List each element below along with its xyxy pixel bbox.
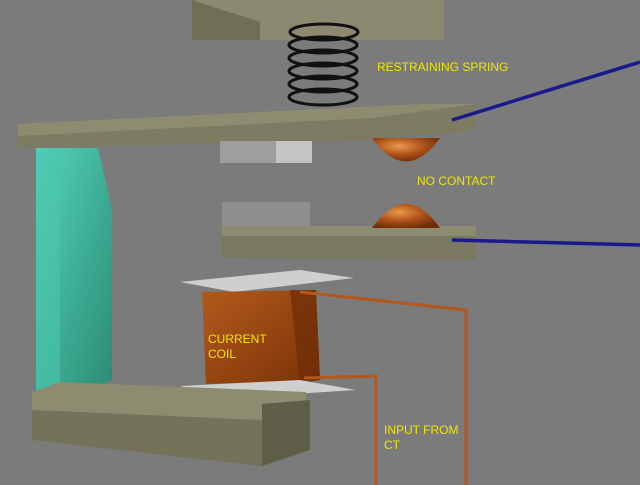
current-coil xyxy=(202,290,320,384)
pole-piece xyxy=(180,270,354,292)
current-coil-label: CURRENT COIL xyxy=(208,332,267,361)
no-contact-label: NO CONTACT xyxy=(417,174,496,188)
relay-yoke xyxy=(36,148,112,395)
lower-lead-wire xyxy=(451,238,640,247)
input-from-ct-label: INPUT FROM CT xyxy=(384,423,459,452)
moving-contact xyxy=(372,138,440,162)
top-block xyxy=(192,0,444,40)
ct-wire xyxy=(299,290,468,485)
restraining-spring-label: RESTRAINING SPRING xyxy=(377,60,509,74)
armature-plate xyxy=(18,104,476,163)
fixed-contact xyxy=(372,204,440,228)
restraining-spring xyxy=(287,22,360,107)
fixed-contact-plate xyxy=(222,202,476,260)
base-plate xyxy=(32,380,356,466)
upper-lead-wire xyxy=(451,60,640,122)
